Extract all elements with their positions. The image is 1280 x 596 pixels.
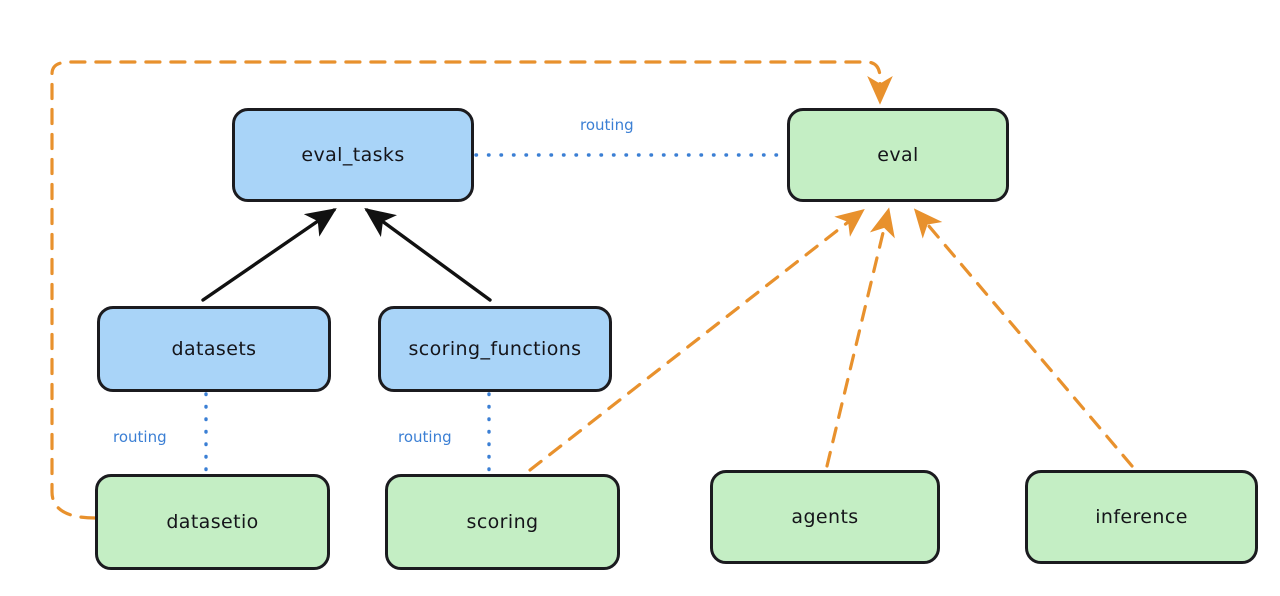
node-scoring-functions[interactable]: scoring_functions xyxy=(378,306,612,392)
node-eval[interactable]: eval xyxy=(787,108,1009,202)
edge-scoring-functions-to-eval-tasks xyxy=(364,207,492,302)
node-datasetio[interactable]: datasetio xyxy=(95,474,330,570)
edge-label-routing-eval-tasks: routing xyxy=(580,116,634,134)
node-label-scoring: scoring xyxy=(466,511,539,533)
node-label-eval: eval xyxy=(877,144,919,166)
node-label-inference: inference xyxy=(1095,506,1188,528)
node-agents[interactable]: agents xyxy=(710,470,940,564)
edge-datasets-to-eval-tasks xyxy=(201,208,337,302)
node-label-eval-tasks: eval_tasks xyxy=(301,144,405,166)
edge-scoring-to-eval xyxy=(528,209,865,472)
node-label-datasets: datasets xyxy=(171,338,257,360)
node-datasets[interactable]: datasets xyxy=(97,306,331,392)
node-label-datasetio: datasetio xyxy=(166,511,259,533)
edge-agents-to-eval xyxy=(825,207,895,468)
edge-label-routing-scoring-functions: routing xyxy=(398,428,452,446)
edge-datasetio-to-eval xyxy=(50,60,893,520)
edge-label-routing-datasets: routing xyxy=(113,428,167,446)
node-inference[interactable]: inference xyxy=(1025,470,1258,564)
node-eval-tasks[interactable]: eval_tasks xyxy=(232,108,474,202)
edge-inference-to-eval xyxy=(913,208,1134,468)
node-scoring[interactable]: scoring xyxy=(385,474,620,570)
node-label-scoring-functions: scoring_functions xyxy=(408,338,582,360)
node-label-agents: agents xyxy=(791,506,859,528)
